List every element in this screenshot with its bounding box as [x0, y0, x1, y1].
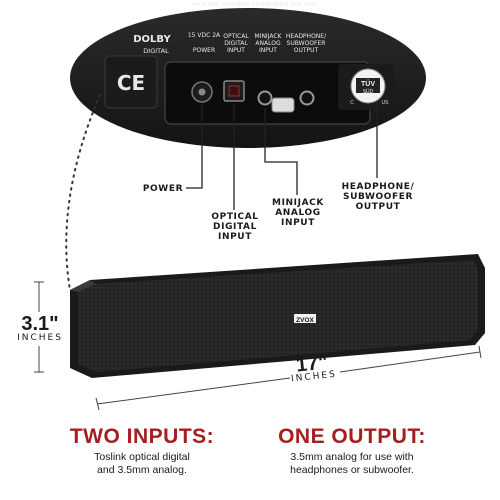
panel-minijack-label: ANALOG: [255, 40, 281, 47]
headphone-port: [299, 90, 315, 106]
panel-minijack-label: MINIJACK: [255, 33, 283, 40]
tuv-c: C: [350, 100, 354, 106]
panel-headphone-label: SUBWOOFER: [287, 40, 326, 47]
inputs-feature: TWO INPUTS: Toslink optical digital and …: [52, 425, 232, 477]
inputs-description: Toslink optical digital and 3.5mm analog…: [52, 451, 232, 477]
magnify-arc: [65, 94, 101, 291]
width-dimension-line-left: [96, 377, 291, 405]
callout-optical-line: OPTICAL: [211, 212, 259, 222]
callout-minijack: MINIJACK ANALOG INPUT: [268, 198, 328, 228]
output-feature: ONE OUTPUT: 3.5mm analog for use with he…: [262, 425, 442, 477]
minijack-callout-line: [264, 108, 298, 195]
callout-minijack-line: ANALOG: [275, 208, 321, 218]
callout-minijack-line: MINIJACK: [272, 198, 324, 208]
panel-optical-label: DIGITAL: [224, 40, 248, 47]
ce-mark: CE: [117, 71, 145, 95]
minijack-port: [257, 90, 273, 106]
output-desc-line: headphones or subwoofer.: [290, 464, 414, 476]
width-dimension-line-right: [339, 351, 481, 373]
callout-optical-line: DIGITAL: [213, 222, 257, 232]
callout-optical: OPTICAL DIGITAL INPUT: [206, 212, 264, 242]
inputs-heading: TWO INPUTS:: [69, 425, 215, 448]
panel-power-label: POWER: [193, 47, 215, 54]
panel-minijack-label: INPUT: [259, 47, 277, 54]
callout-optical-line: INPUT: [218, 232, 252, 242]
panel-notice: received, including interference that ma…: [193, 1, 318, 8]
callout-minijack-line: INPUT: [281, 218, 315, 228]
output-description: 3.5mm analog for use with headphones or …: [262, 451, 442, 477]
speaker-brand-logo: ZVOX: [296, 317, 314, 324]
output-desc-line: 3.5mm analog for use with: [290, 451, 414, 463]
callout-headphone-line: OUTPUT: [355, 202, 401, 212]
callout-headphone-line: SUBWOOFER: [342, 192, 413, 202]
tuv-mark: TÜV: [361, 79, 375, 88]
callout-power: POWER: [142, 184, 184, 194]
callout-headphone-line: HEADPHONE/: [341, 182, 415, 192]
inputs-desc-line: and 3.5mm analog.: [97, 464, 187, 476]
height-unit: INCHES: [17, 333, 63, 343]
inputs-desc-line: Toslink optical digital: [94, 451, 190, 463]
output-heading: ONE OUTPUT:: [278, 425, 426, 448]
panel-headphone-label: OUTPUT: [294, 47, 319, 54]
power-callout-line: [186, 104, 203, 189]
power-rating: 15 VDC 2A: [188, 32, 221, 39]
dolby-logo: DOLBY: [133, 34, 171, 45]
soundbar: [70, 254, 485, 378]
panel-headphone-label: HEADPHONE/: [286, 33, 327, 40]
callout-headphone: HEADPHONE/ SUBWOOFER OUTPUT: [340, 182, 416, 212]
panel-optical-label: INPUT: [227, 47, 245, 54]
dolby-digital-text: DIGITAL: [143, 47, 169, 55]
height-value: 3.1": [21, 313, 59, 335]
tuv-us: US: [382, 100, 390, 106]
panel-optical-label: OPTICAL: [223, 33, 249, 40]
tuv-sud: SÜD: [363, 88, 374, 95]
